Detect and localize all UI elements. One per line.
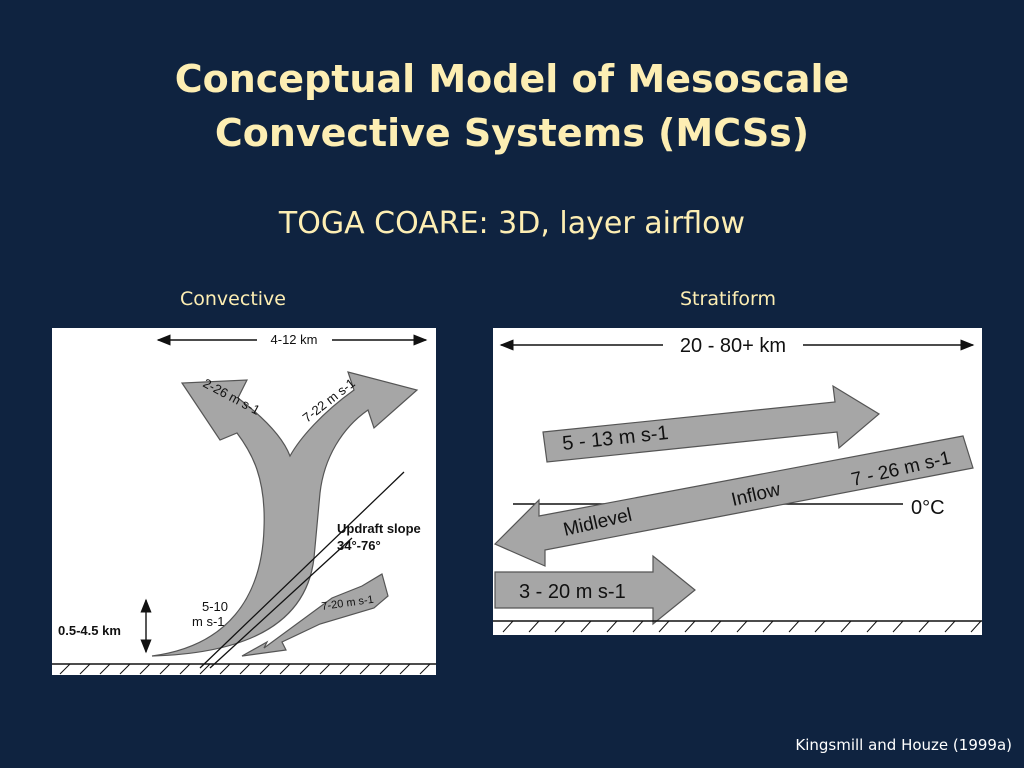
slope-line-2 (209, 537, 353, 669)
depth-label: 0.5-4.5 km (58, 623, 121, 638)
midlevel-inflow-arrow (493, 435, 974, 567)
convective-svg: 4-12 km 2-26 m s-1 7-22 m s-1 5-10 m s-1… (52, 332, 436, 675)
freezing-label: 0°C (911, 497, 945, 519)
ground-line (493, 620, 982, 633)
convective-diagram: 4-12 km 2-26 m s-1 7-22 m s-1 5-10 m s-1… (52, 328, 436, 675)
title-line-2: Convective Systems (MCSs) (214, 111, 810, 155)
width-dimension: 4-12 km (156, 332, 428, 347)
inflow-label-1: 5-10 (202, 599, 228, 614)
title-line-1: Conceptual Model of Mesoscale (174, 57, 850, 101)
width-dimension: 20 - 80+ km (499, 335, 975, 357)
width-label: 4-12 km (271, 332, 318, 347)
depth-dimension: 0.5-4.5 km (58, 598, 152, 654)
downdraft-arrow (241, 573, 389, 657)
slide-title: Conceptual Model of Mesoscale Convective… (0, 52, 1024, 160)
stratiform-label: Stratiform (680, 288, 776, 310)
slope-line-1 (199, 471, 405, 669)
ground-line (52, 663, 436, 675)
inflow-label-2: m s-1 (192, 614, 225, 629)
convective-label: Convective (180, 288, 286, 310)
updraft-arrow (151, 371, 419, 657)
width-label: 20 - 80+ km (680, 335, 786, 357)
slope-label-1: Updraft slope (337, 521, 421, 536)
citation: Kingsmill and Houze (1999a) (795, 736, 1012, 754)
slope-label-2: 34°-76° (337, 538, 381, 553)
stratiform-svg: 20 - 80+ km 5 - 13 m s-1 0°C Midlevel In… (493, 335, 982, 633)
slide-subtitle: TOGA COARE: 3D, layer airflow (278, 206, 746, 241)
stratiform-diagram: 20 - 80+ km 5 - 13 m s-1 0°C Midlevel In… (493, 328, 982, 635)
lower-arrow-label: 3 - 20 m s-1 (519, 581, 626, 603)
upper-arrow (542, 384, 881, 463)
lower-arrow (494, 554, 696, 626)
